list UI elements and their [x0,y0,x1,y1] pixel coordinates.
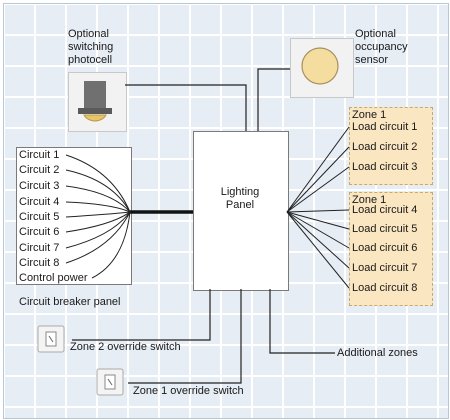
load-circuit-4-label: Load circuit 4 [352,204,418,216]
zone-title: Zone 1 [352,194,387,206]
zone1-switch-wire [128,289,242,384]
panel-label-line: Lighting [220,186,260,198]
occupancy-label-line: sensor [355,54,389,66]
zone1-override-label: Zone 1 override switch [133,385,244,397]
photocell-label-line: Optional [68,28,109,40]
occupancy-label-line: occupancy [355,41,408,53]
photocell-wire [125,84,247,131]
zone-title: Zone 1 [352,109,387,121]
zone2-switch-icon [37,325,65,353]
lighting-panel-box [193,131,289,291]
circuit-fan-wires [65,154,131,279]
load-circuit-7-label: Load circuit 7 [352,262,418,274]
load-fan-wires [286,126,350,289]
additional-zones-label: Additional zones [337,347,418,359]
photocell-label: Optional switching photocell [68,28,113,67]
zone1-switch-icon [96,368,124,396]
load-circuit-6-label: Load circuit 6 [352,242,418,254]
load-circuit-8-label: Load circuit 8 [352,282,418,294]
circuit-1-label: Circuit 1 [19,149,60,161]
photocell-label-line: photocell [68,54,113,66]
circuit-6-label: Circuit 6 [19,226,60,238]
panel-label-line: Panel [225,199,255,211]
load-circuit-3-label: Load circuit 3 [352,161,418,173]
sensor-wire [257,68,290,131]
zone-1-bottom-area [349,192,433,306]
load-circuit-1-label: Load circuit 1 [352,121,418,133]
lighting-panel-label: Lighting Panel [215,186,265,212]
load-circuit-2-label: Load circuit 2 [352,141,418,153]
circuit-3-label: Circuit 3 [19,180,60,192]
breaker-panel-caption: Circuit breaker panel [19,296,121,308]
circuit-2-label: Circuit 2 [19,164,60,176]
circuit-7-label: Circuit 7 [19,242,60,254]
photocell-label-line: switching [68,41,114,53]
zone2-switch-wire [72,289,211,341]
additional-zones-wire [269,289,335,354]
load-circuit-5-label: Load circuit 5 [352,223,418,235]
photocell-icon [78,81,112,122]
control-power-label: Control power [19,272,88,284]
circuit-8-label: Circuit 8 [19,257,60,269]
occupancy-label-line: Optional [355,28,396,40]
circuit-5-label: Circuit 5 [19,211,60,223]
zone2-override-label: Zone 2 override switch [70,341,181,353]
circuit-4-label: Circuit 4 [19,196,60,208]
occupancy-sensor-icon [301,47,339,85]
occupancy-label: Optional occupancy sensor [355,28,408,67]
zone-1-top-area [349,107,433,185]
